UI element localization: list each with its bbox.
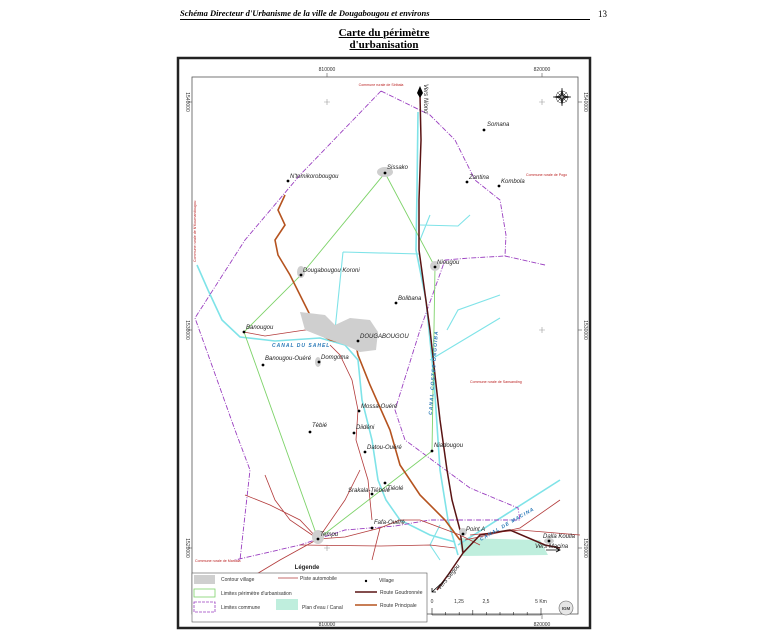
svg-text:Bolibana: Bolibana [398, 296, 422, 302]
svg-text:Domgoma: Domgoma [321, 355, 349, 361]
svg-text:Tèbié: Tèbié [312, 423, 328, 429]
map-inner-frame [191, 76, 579, 615]
y-tick-1520000-right: 1520000 [582, 538, 588, 558]
village: Niougou [433, 260, 460, 269]
x-tick-820000-top: 820000 [534, 67, 551, 73]
svg-text:Datou-Ouéré: Datou-Ouéré [367, 445, 402, 451]
village: Zantina [465, 175, 490, 184]
village: Diidéni [352, 425, 375, 435]
legend-village: Village [379, 578, 394, 584]
svg-text:Zantina: Zantina [468, 175, 490, 181]
svg-text:Banougou-Ouéré: Banougou-Ouéré [265, 356, 312, 362]
commune-sansanding: Commune rurale de Sansanding [470, 380, 522, 384]
legend-title: Légende [295, 565, 320, 571]
scale-1-25: 1,25 [454, 599, 464, 605]
village: Tiéolé [383, 481, 404, 492]
legend-route-principale: Route Principale [380, 603, 417, 609]
direction-vers-niono: Vers Niono [422, 84, 428, 114]
svg-text:N'tomikorobougou: N'tomikorobougou [290, 174, 339, 180]
village: Banougou [242, 325, 274, 334]
y-tick-1540000-left: 1540000 [184, 92, 190, 112]
y-tick-1530000-left: 1530000 [184, 320, 190, 340]
svg-text:Niougou: Niougou [437, 260, 460, 266]
commune-boundary [194, 90, 546, 561]
y-tick-1530000-right: 1530000 [582, 320, 588, 340]
commune-nkoumandougou: Commune rurale de N'Koumandougou [193, 201, 197, 262]
legend-limites-perimetre: Limites périmètre d'urbanisation [221, 591, 292, 597]
x-tick-810000-top: 810000 [319, 67, 336, 73]
svg-text:IGM: IGM [562, 606, 571, 611]
map-title: Carte du périmètre d'urbanisation [284, 27, 484, 51]
x-tick-810000-bottom: 810000 [319, 622, 336, 628]
secondary-canals [334, 214, 501, 361]
running-header: Schéma Directeur d'Urbanisme de la ville… [180, 8, 590, 20]
village: Dougabougou Koroni [299, 268, 360, 277]
commune-siribala: Commune rurale de Siribala [359, 83, 404, 87]
village: Bolibana [394, 296, 422, 305]
village: Datou-Ouéré [363, 445, 402, 454]
y-tick-1540000-right: 1540000 [582, 92, 588, 112]
igm-logo: IGM [558, 600, 574, 616]
commune-markala: Commune rurale de Markala [195, 559, 241, 563]
svg-text:DOUGABOUGOU: DOUGABOUGOU [360, 334, 409, 340]
canal-du-sahel [196, 264, 456, 543]
svg-text:Dougabougou Koroni: Dougabougou Koroni [303, 268, 360, 274]
route-goudronnee [418, 94, 561, 591]
svg-text:Mossa-Ouéré: Mossa-Ouéré [361, 404, 398, 410]
scale-5km: 5 Km [535, 599, 547, 605]
x-tick-820000-bottom: 820000 [534, 622, 551, 628]
commune-pogo: Commune rurale de Pogo [526, 173, 567, 177]
village: Domgoma [317, 355, 349, 364]
pistes-automobiles [243, 329, 581, 576]
village: Fafa-Ouéré [370, 520, 405, 530]
village: Niadougou [430, 443, 464, 453]
title-line-2: d'urbanisation [349, 39, 419, 51]
plan-eau [459, 538, 548, 556]
village: Kombola [497, 179, 525, 188]
label-canal-du-sahel: CANAL DU SAHEL [272, 343, 330, 349]
title-line-1: Carte du périmètre [338, 27, 430, 39]
svg-text:Banougou: Banougou [246, 325, 274, 331]
village: Point A [461, 527, 485, 536]
legend-box: Contour village Limites périmètre d'urba… [191, 572, 428, 623]
svg-text:Sissako: Sissako [387, 165, 409, 171]
village: N'tomikorobougou [286, 174, 339, 183]
village: Srakala-Tiébélé [348, 488, 391, 496]
canal-costes-ongoiba [415, 111, 459, 556]
svg-text:Tiéolé: Tiéolé [387, 486, 404, 492]
legend-plan-eau: Plan d'eau / Canal [302, 605, 343, 611]
village: Sissako [383, 165, 409, 175]
arrow-east-icon [546, 547, 561, 553]
legend-route-goudronnee: Route Goudronnée [380, 590, 423, 596]
svg-text:Somana: Somana [487, 122, 510, 128]
legend-limites-commune: Limites commune [221, 605, 260, 611]
svg-text:Point A: Point A [466, 527, 485, 533]
svg-text:Fafa-Ouéré: Fafa-Ouéré [374, 520, 405, 526]
scale-bar [431, 608, 542, 616]
village: Mossa-Ouéré [357, 404, 398, 413]
arrow-southwest-icon [431, 579, 446, 593]
svg-text:Tempu: Tempu [320, 532, 339, 538]
scale-2-5: 2,5 [483, 599, 490, 605]
arrow-north-icon [417, 86, 423, 98]
svg-text:Diidéni: Diidéni [356, 425, 375, 431]
village: DOUGABOUGOU [356, 334, 409, 343]
svg-text:Kombola: Kombola [501, 179, 525, 185]
village: Tèbié [308, 423, 328, 434]
village: Dalla Koulla [543, 534, 576, 543]
svg-text:Dalla Koulla: Dalla Koulla [543, 534, 576, 540]
direction-vers-macina: Vers Macina [535, 544, 569, 550]
legend-piste-automobile: Piste automobile [300, 576, 337, 582]
compass-rose-icon [552, 87, 572, 107]
legend-contour-village: Contour village [221, 577, 255, 583]
y-tick-1520000-left: 1520000 [184, 538, 190, 558]
village: Banougou-Ouéré [261, 356, 312, 367]
scale-0: 0 [431, 599, 434, 605]
svg-text:Srakala-Tiébélé: Srakala-Tiébélé [348, 488, 391, 494]
water-bodies [196, 111, 561, 561]
village: Somana [482, 122, 510, 132]
page-number: 13 [598, 9, 607, 19]
svg-text:Niadougou: Niadougou [434, 443, 464, 449]
village: Tempu [316, 532, 339, 541]
